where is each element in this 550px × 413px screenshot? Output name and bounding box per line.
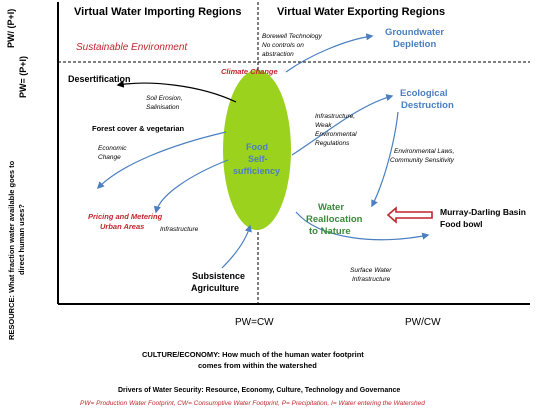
resource-label-2: direct human uses? <box>17 204 26 275</box>
subsistence-2: Agriculture <box>191 283 239 293</box>
murray-1: Murray-Darling Basin <box>440 207 526 217</box>
food-self-sufficiency-ellipse <box>223 70 291 230</box>
groundwater-1: Groundwater <box>385 27 444 38</box>
culture-label-1: CULTURE/ECONOMY: How much of the human w… <box>142 350 364 359</box>
soil-2: Salinisation <box>146 104 180 111</box>
infra-weak-4: Regulations <box>315 140 350 147</box>
arrow-desertification <box>116 80 237 103</box>
murray-2: Food bowl <box>440 219 483 229</box>
surface-water-2: Infrastructure <box>352 276 391 283</box>
borewell-3: abstraction <box>262 51 294 58</box>
surface-water-1: Surface Water <box>350 267 392 274</box>
culture-label-2: comes from within the watershed <box>198 361 317 370</box>
pricing-1: Pricing and Metering <box>88 212 163 221</box>
header-left-title: Virtual Water Importing Regions <box>74 6 241 18</box>
arrow-subsistence <box>221 224 252 269</box>
water-realloc-1: Water <box>318 202 344 213</box>
envlaws-1: Environmental Laws, <box>394 148 455 155</box>
header-right-title: Virtual Water Exporting Regions <box>277 6 445 18</box>
arrow-groundwater <box>285 33 374 73</box>
infra-left: Infrastructure <box>160 226 199 233</box>
economic-2: Change <box>98 154 121 161</box>
economic-1: Economic <box>98 145 127 152</box>
infra-weak-2: Weak <box>315 122 332 129</box>
food-2: Self- <box>248 154 268 164</box>
y-label-pw-equal: PW= (P+I) <box>18 56 28 98</box>
x-end-label: PW/CW <box>405 317 441 328</box>
food-3: sufficiency <box>233 166 280 176</box>
x-mid-label: PW=CW <box>235 317 274 328</box>
subsistence-1: Subsistence <box>192 271 245 281</box>
soil-1: Soil Erosion, <box>146 95 183 102</box>
y-label-pw-ratio: PW/ (P+I) <box>6 9 16 48</box>
murray-reallocation-arrow <box>386 206 433 224</box>
climate-change: Climate Change <box>221 67 278 76</box>
resource-label-1: RESOURCE: What fraction water available … <box>7 160 16 340</box>
water-realloc-3: to Nature <box>309 226 351 237</box>
groundwater-2: Depletion <box>393 39 436 50</box>
forest-cover: Forest cover & vegetarian <box>92 124 185 133</box>
arrow-pricing <box>153 159 229 214</box>
envlaws-2: Community Sensitivity <box>390 157 455 164</box>
water-realloc-2: Reallocation <box>306 214 363 225</box>
infra-weak-3: Environmental <box>315 131 357 138</box>
pricing-2: Urban Areas <box>100 222 144 231</box>
footer-legend: PW= Production Water Footprint, CW= Cons… <box>80 400 425 407</box>
arrow-economic-change <box>97 131 227 190</box>
arrow-surface-water <box>295 211 430 241</box>
food-1: Food <box>246 142 268 152</box>
arrow-community <box>371 111 399 208</box>
infra-weak-1: Infrastructure, <box>315 113 355 120</box>
desertification: Desertification <box>68 74 131 84</box>
ecological-1: Ecological <box>400 88 448 99</box>
borewell-2: No controls on <box>262 42 304 49</box>
ecological-2: Destruction <box>401 100 454 111</box>
footer-drivers: Drivers of Water Security: Resource, Eco… <box>118 387 400 394</box>
arrow-ecological <box>291 94 394 156</box>
borewell-1: Borewell Technology <box>262 33 322 40</box>
sustainable-environment: Sustainable Environment <box>76 42 188 53</box>
